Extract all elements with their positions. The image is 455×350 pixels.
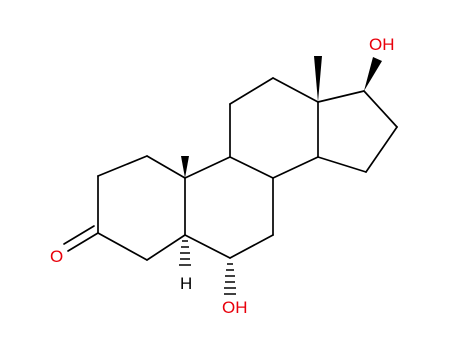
hashed-bond-c6-oh — [224, 263, 236, 295]
bond-c9-c8 — [229, 156, 274, 179]
bond-c3-o-single — [67, 232, 99, 252]
wedge-c13-methyl — [314, 56, 322, 102]
bond-c4-c5 — [146, 234, 186, 261]
bond-c14-c8 — [272, 156, 319, 179]
hydrogen-5-label: H — [180, 274, 192, 293]
bond-c1-c2 — [97, 155, 148, 177]
oh-6-label: OH — [222, 298, 248, 317]
bond-c16-c15 — [365, 126, 398, 173]
wedge-c17-oh — [364, 57, 382, 91]
bond-c10-c9 — [184, 156, 231, 179]
oh-17-label: OH — [369, 35, 395, 54]
ketone-oxygen-label: O — [50, 247, 63, 266]
bond-c12-c13 — [272, 77, 319, 103]
bond-c3-c4 — [97, 232, 148, 261]
bond-c3-o-double — [63, 225, 95, 245]
hashed-bond-c5-h — [179, 240, 191, 266]
bond-c6-c5 — [184, 234, 231, 259]
bond-c13-c17 — [317, 90, 365, 103]
bond-c15-c14 — [317, 156, 367, 173]
bond-c11-c12 — [229, 77, 274, 105]
bond-c7-c6 — [229, 234, 274, 259]
wedge-c10-methyl — [181, 156, 189, 178]
bond-c17-c16 — [363, 90, 398, 128]
bond-c10-c1 — [146, 155, 186, 179]
